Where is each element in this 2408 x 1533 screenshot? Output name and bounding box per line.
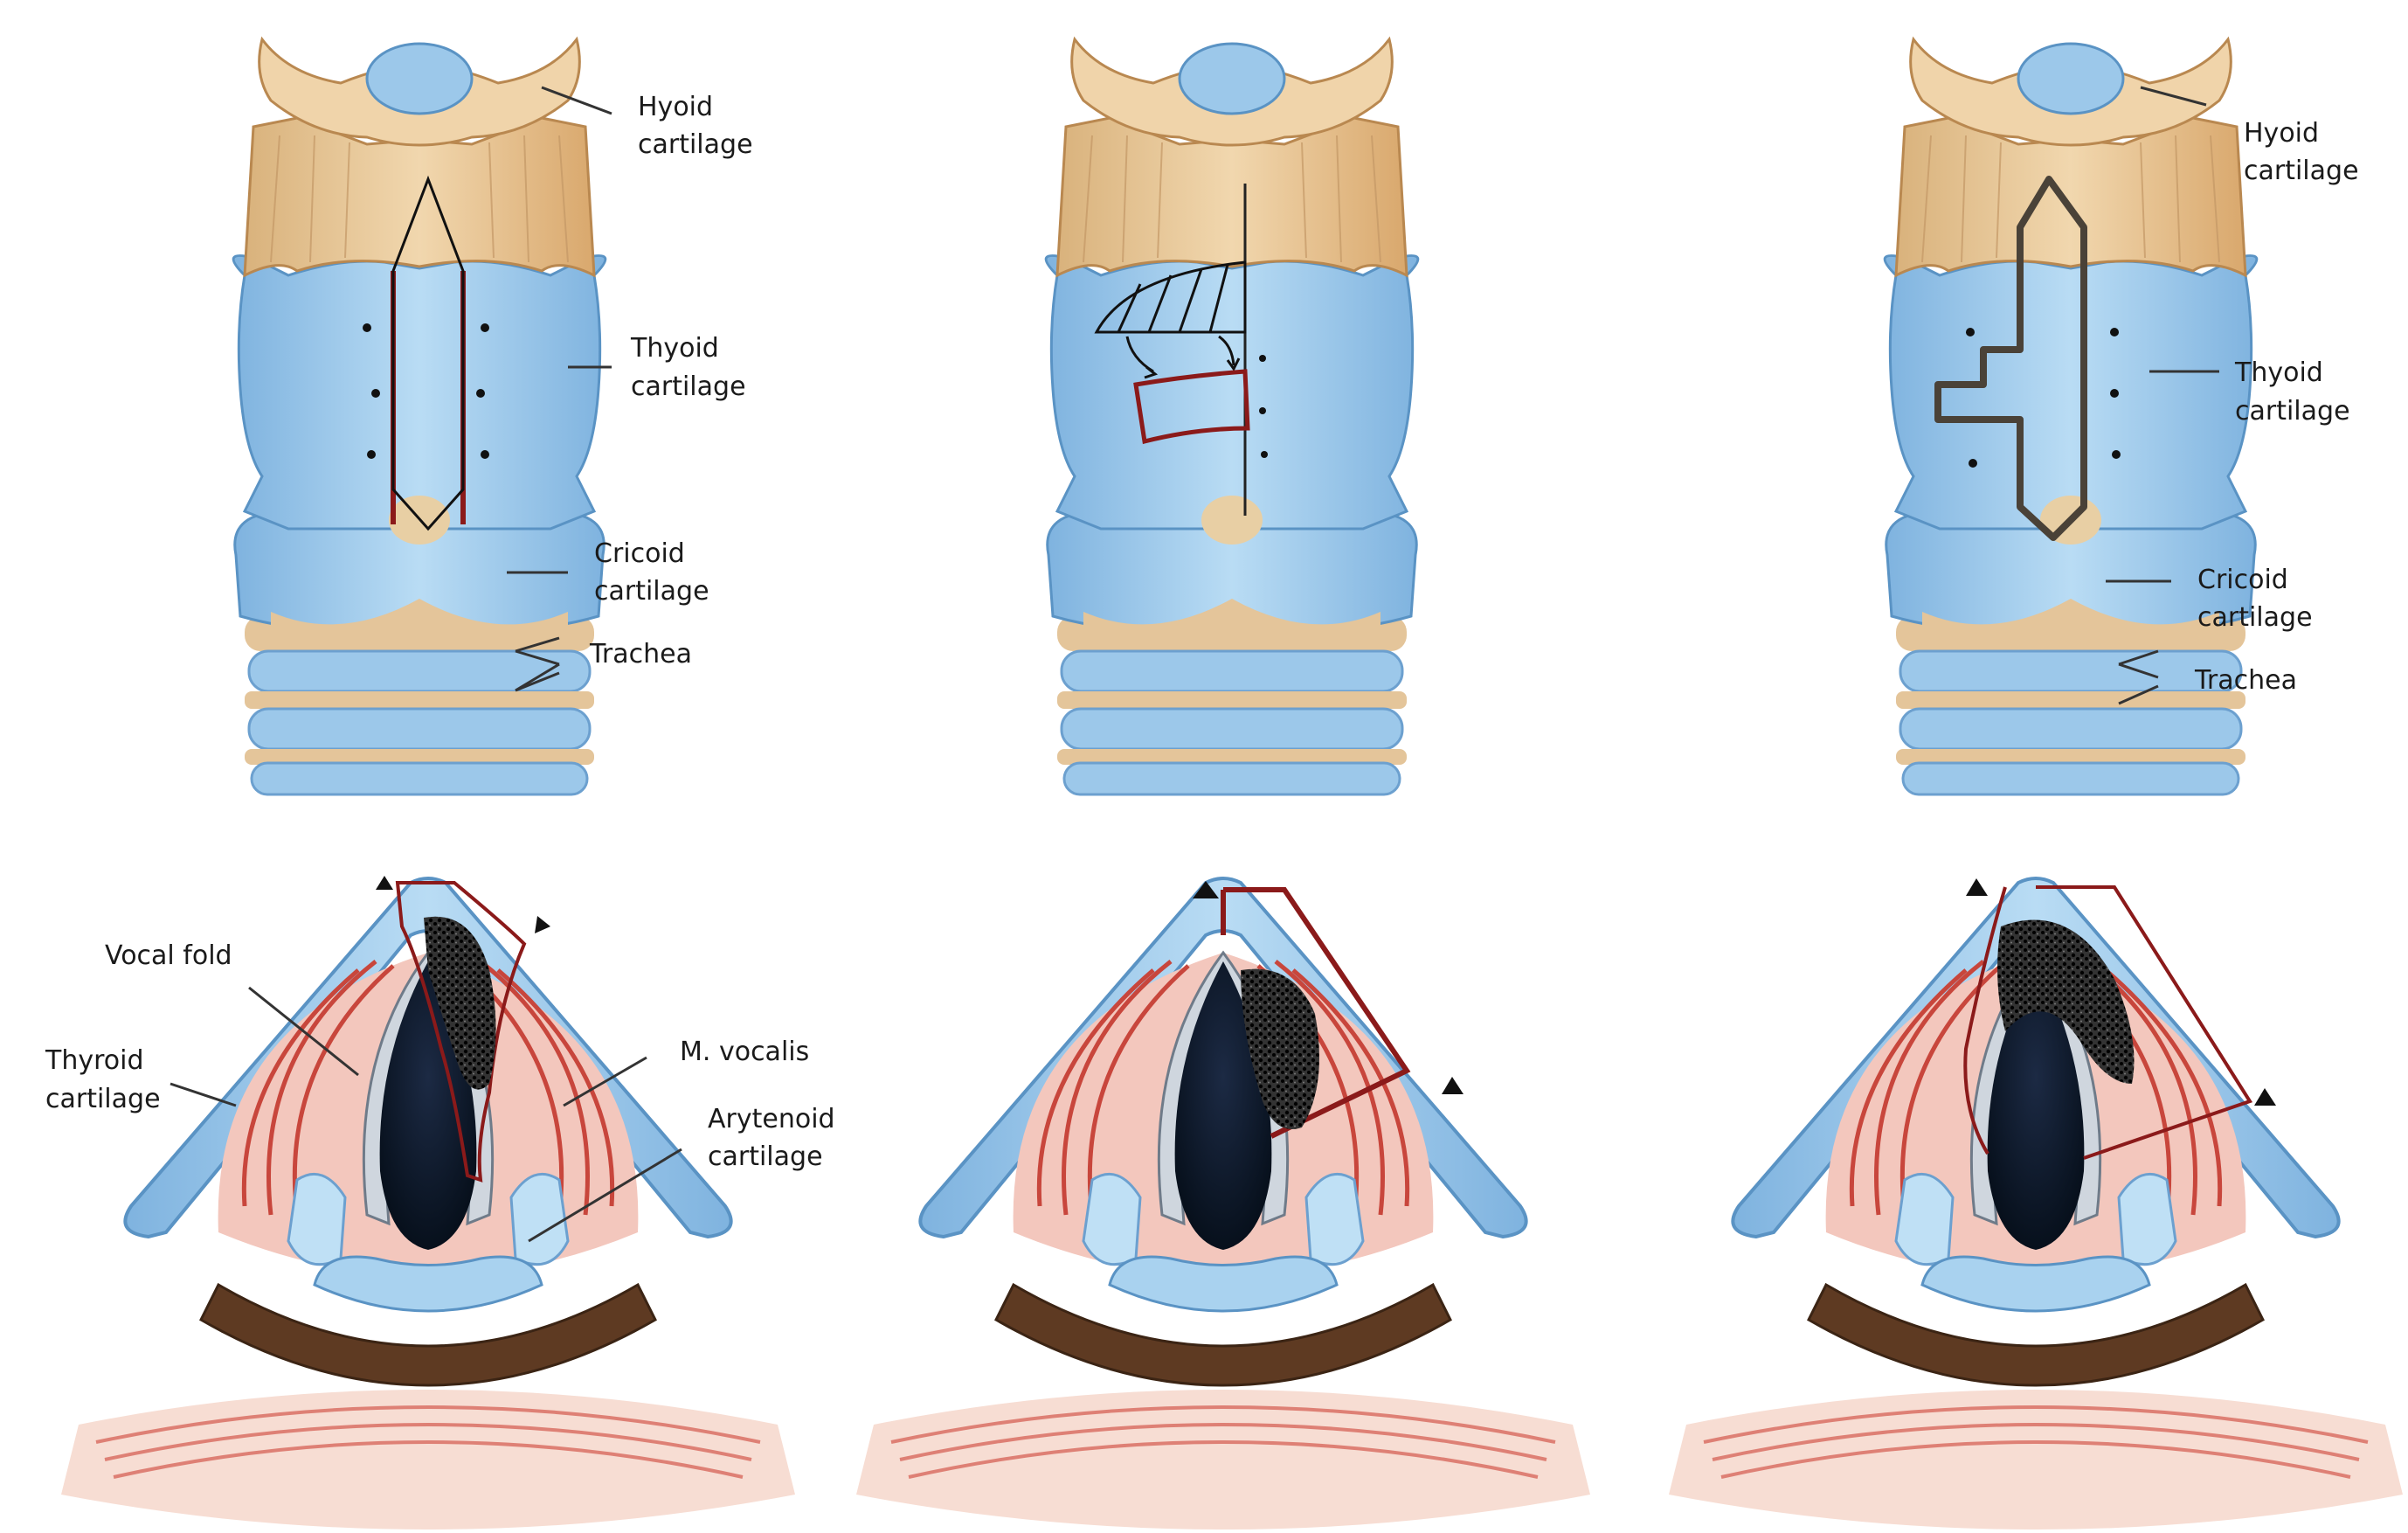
- label-cricoid-line2: cartilage: [594, 576, 709, 607]
- resection-outline-right: [1963, 885, 2253, 1160]
- label-arytenoid-line2: cartilage: [708, 1141, 823, 1172]
- panel-top-right: Hyoid cartilage Thyoid cartilage Cricoid…: [1883, 38, 2359, 796]
- label-thyroid-axial-line1: Thyroid: [45, 1045, 144, 1076]
- panel-bottom-right: [1669, 878, 2403, 1530]
- panel-top-middle: [1044, 38, 1420, 796]
- label-thyroid-line2-right: cartilage: [2235, 396, 2350, 427]
- label-hyoid-line1-right: Hyoid: [2244, 118, 2319, 149]
- resection-outline: [395, 881, 527, 1183]
- tumor-mass: [424, 916, 496, 1090]
- hatched-area: [1094, 260, 1247, 334]
- label-m-vocalis: M. vocalis: [680, 1037, 809, 1067]
- label-thyroid-line1-right: Thyoid: [2234, 357, 2323, 388]
- label-cricoid-line1: Cricoid: [594, 538, 685, 569]
- panel-bottom-left: Vocal fold Thyroid cartilage M. vocalis …: [45, 876, 835, 1530]
- tumor-mass-middle: [1241, 968, 1319, 1129]
- incision-diamond: [391, 175, 465, 531]
- label-thyroid-line1: Thyoid: [630, 333, 719, 364]
- label-cricoid-line2-right: cartilage: [2197, 602, 2313, 633]
- label-hyoid-line1: Hyoid: [638, 92, 713, 122]
- label-arytenoid-line1: Arytenoid: [708, 1104, 835, 1134]
- label-trachea-right: Trachea: [2194, 665, 2297, 696]
- label-cricoid-line1-right: Cricoid: [2197, 565, 2288, 595]
- label-vocal-fold: Vocal fold: [105, 940, 232, 971]
- label-thyroid-axial-line2: cartilage: [45, 1084, 161, 1114]
- panel-bottom-middle: [856, 878, 1590, 1530]
- graft-window: [1133, 369, 1250, 445]
- tumor-mass-right: [1997, 919, 2135, 1084]
- label-hyoid-line2-right: cartilage: [2244, 156, 2359, 186]
- label-hyoid-line2: cartilage: [638, 129, 753, 160]
- label-thyroid-line2: cartilage: [631, 371, 746, 402]
- label-trachea: Trachea: [589, 639, 692, 669]
- panel-top-left: Hyoid cartilage Thyoid cartilage Cricoid…: [232, 38, 753, 796]
- resection-outline-middle: [1221, 887, 1411, 1139]
- graft-outline: [1934, 176, 2087, 541]
